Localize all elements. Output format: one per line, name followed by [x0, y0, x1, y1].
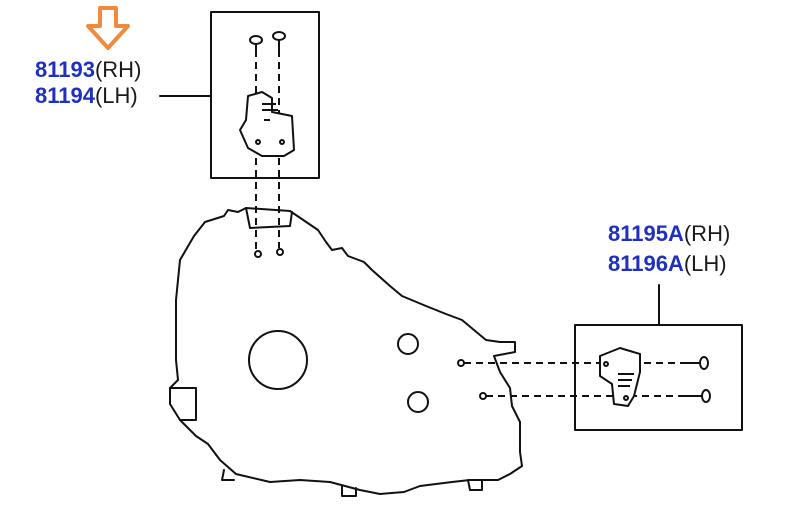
left-flange — [169, 387, 197, 421]
small-bore — [397, 333, 419, 355]
screw-icon — [249, 35, 263, 56]
part-number: 81193 — [35, 57, 95, 82]
side-designation: (RH) — [94, 57, 142, 82]
side-designation: (LH) — [94, 83, 138, 108]
side-bracket — [599, 347, 641, 407]
bracket-hole — [603, 361, 609, 367]
mount-hole — [457, 359, 465, 367]
callout-label: 81194(LH) — [35, 84, 138, 108]
bracket-hole — [279, 139, 285, 145]
bracket-hole — [255, 139, 261, 145]
screw-icon — [680, 356, 709, 370]
callout-label: 81195A(RH) — [608, 222, 730, 246]
callout-label: 81193(RH) — [35, 58, 141, 82]
side-designation: (RH) — [683, 221, 731, 246]
detail-box-side — [574, 324, 743, 431]
down-arrow-icon — [86, 6, 130, 50]
bottom-lug — [341, 485, 357, 497]
housing-outline — [169, 207, 523, 495]
callout-label: 81196A(LH) — [608, 252, 727, 276]
part-number: 81196A — [608, 251, 684, 276]
bottom-lug — [467, 479, 483, 491]
part-number: 81194 — [35, 83, 95, 108]
top-ridge — [245, 207, 293, 229]
mount-hole — [479, 392, 487, 400]
mount-hole — [276, 248, 284, 256]
side-bracket-detail — [618, 373, 634, 387]
bracket-hole — [623, 395, 629, 401]
screw-icon — [272, 31, 286, 52]
screw-icon — [682, 389, 711, 403]
top-bracket-detail — [262, 103, 278, 121]
main-bore — [248, 330, 308, 390]
side-designation: (LH) — [683, 251, 727, 276]
small-bore — [407, 391, 429, 413]
top-bracket — [239, 91, 295, 157]
part-number: 81195A — [608, 221, 684, 246]
bottom-lug — [221, 469, 235, 481]
mount-hole — [254, 250, 262, 258]
